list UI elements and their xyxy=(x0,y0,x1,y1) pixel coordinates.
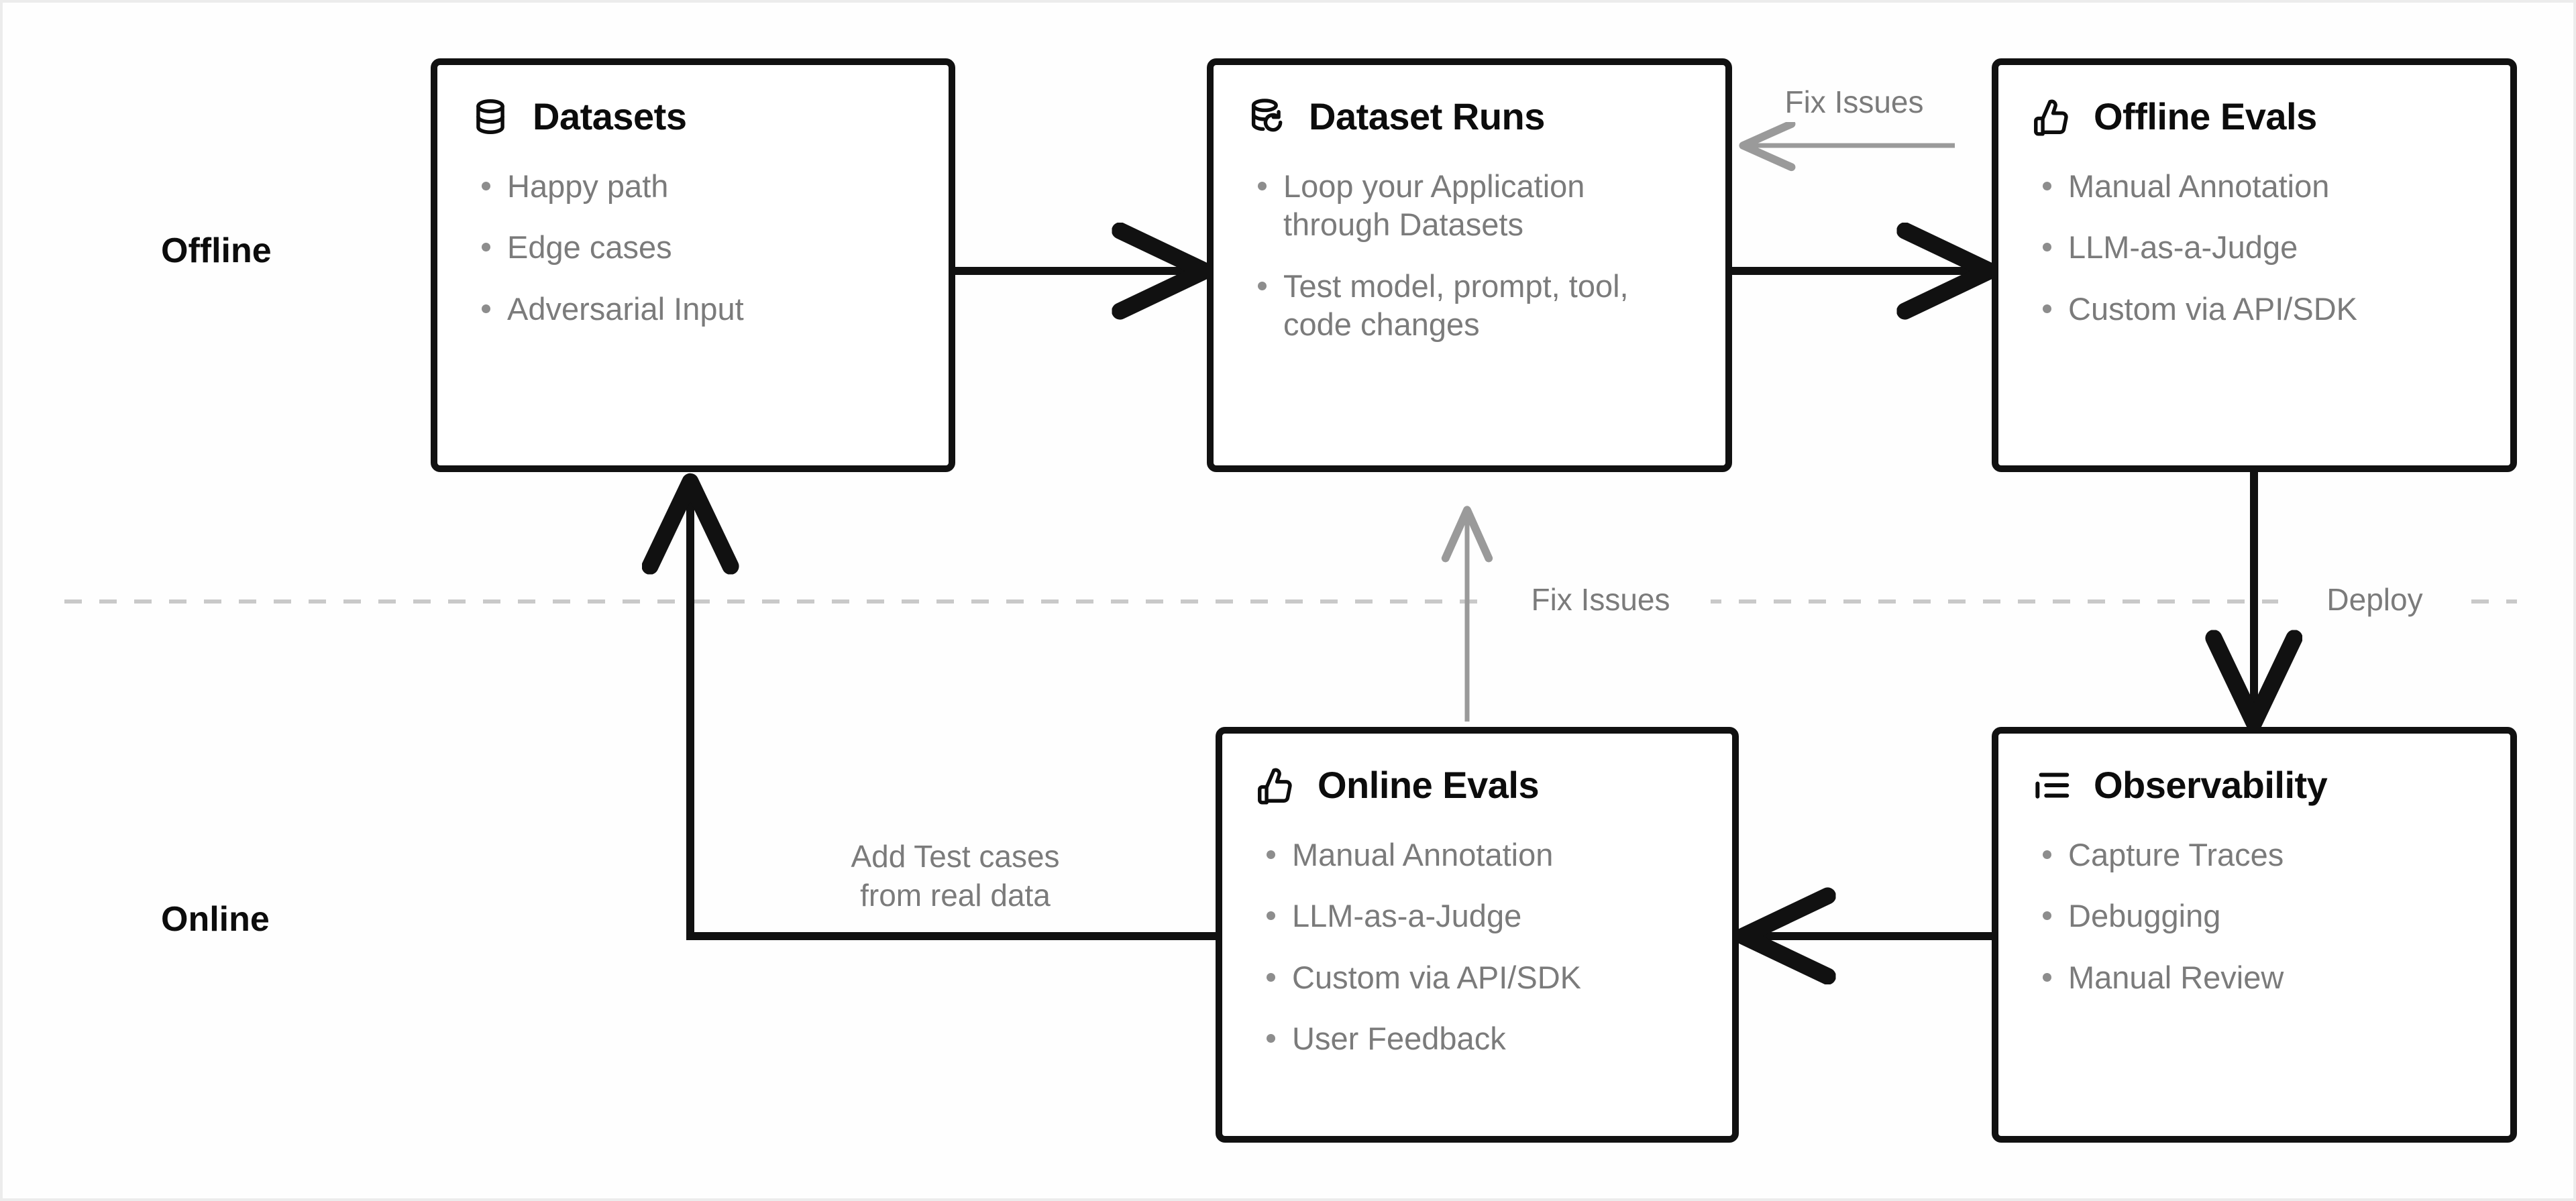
node-online-evals-header: Online Evals xyxy=(1222,734,1732,806)
node-dataset-runs[interactable]: Dataset Runs Loop your Application throu… xyxy=(1207,58,1732,472)
node-dataset-runs-bullets: Loop your Application through Datasets T… xyxy=(1214,167,1725,343)
list-tree-icon xyxy=(2031,764,2072,806)
list-item: Capture Traces xyxy=(2039,836,2481,874)
node-observability-header: Observability xyxy=(1998,734,2510,806)
list-item: Adversarial Input xyxy=(478,290,919,328)
list-item: Manual Annotation xyxy=(1263,836,1703,874)
list-item: Manual Annotation xyxy=(2039,167,2481,205)
node-datasets[interactable]: Datasets Happy path Edge cases Adversari… xyxy=(431,58,955,472)
edge-label-add-test-cases-line2: from real data xyxy=(860,877,1051,913)
node-datasets-bullets: Happy path Edge cases Adversarial Input xyxy=(437,167,949,328)
node-offline-evals-bullets: Manual Annotation LLM-as-a-Judge Custom … xyxy=(1998,167,2510,328)
node-offline-evals-header: Offline Evals xyxy=(1998,65,2510,137)
node-dataset-runs-header: Dataset Runs xyxy=(1214,65,1725,137)
edge-label-deploy: Deploy xyxy=(2278,581,2471,620)
node-observability-bullets: Capture Traces Debugging Manual Review xyxy=(1998,836,2510,996)
node-offline-evals[interactable]: Offline Evals Manual Annotation LLM-as-a… xyxy=(1992,58,2517,472)
node-online-evals[interactable]: Online Evals Manual Annotation LLM-as-a-… xyxy=(1216,727,1739,1143)
list-item: Manual Review xyxy=(2039,958,2481,996)
edge-label-add-test-cases-line1: Add Test cases xyxy=(851,839,1060,874)
database-refresh-icon xyxy=(1246,96,1287,137)
lane-label-offline: Offline xyxy=(161,231,272,270)
node-online-evals-bullets: Manual Annotation LLM-as-a-Judge Custom … xyxy=(1222,836,1732,1057)
thumbs-up-icon xyxy=(1254,764,1296,806)
node-online-evals-title: Online Evals xyxy=(1318,764,1540,806)
node-datasets-header: Datasets xyxy=(437,65,949,137)
list-item: Debugging xyxy=(2039,897,2481,935)
list-item: Edge cases xyxy=(478,228,919,266)
list-item: Test model, prompt, tool, code changes xyxy=(1254,267,1696,344)
edge-label-add-test-cases: Add Test cases from real data xyxy=(767,838,1143,915)
lane-label-online: Online xyxy=(161,900,270,939)
node-dataset-runs-title: Dataset Runs xyxy=(1309,95,1545,137)
node-observability-title: Observability xyxy=(2094,764,2328,806)
edge-label-fix-issues-mid: Fix Issues xyxy=(1491,581,1711,620)
list-item: Happy path xyxy=(478,167,919,205)
list-item: Custom via API/SDK xyxy=(2039,290,2481,328)
list-item: Loop your Application through Datasets xyxy=(1254,167,1696,244)
edge-label-fix-issues-top: Fix Issues xyxy=(1747,83,1962,122)
thumbs-up-icon xyxy=(2031,96,2072,137)
list-item: User Feedback xyxy=(1263,1019,1703,1057)
node-datasets-title: Datasets xyxy=(533,95,687,137)
list-item: LLM-as-a-Judge xyxy=(2039,228,2481,266)
database-icon xyxy=(470,96,511,137)
list-item: Custom via API/SDK xyxy=(1263,958,1703,996)
list-item: LLM-as-a-Judge xyxy=(1263,897,1703,935)
node-offline-evals-title: Offline Evals xyxy=(2094,95,2317,137)
node-observability[interactable]: Observability Capture Traces Debugging M… xyxy=(1992,727,2517,1143)
